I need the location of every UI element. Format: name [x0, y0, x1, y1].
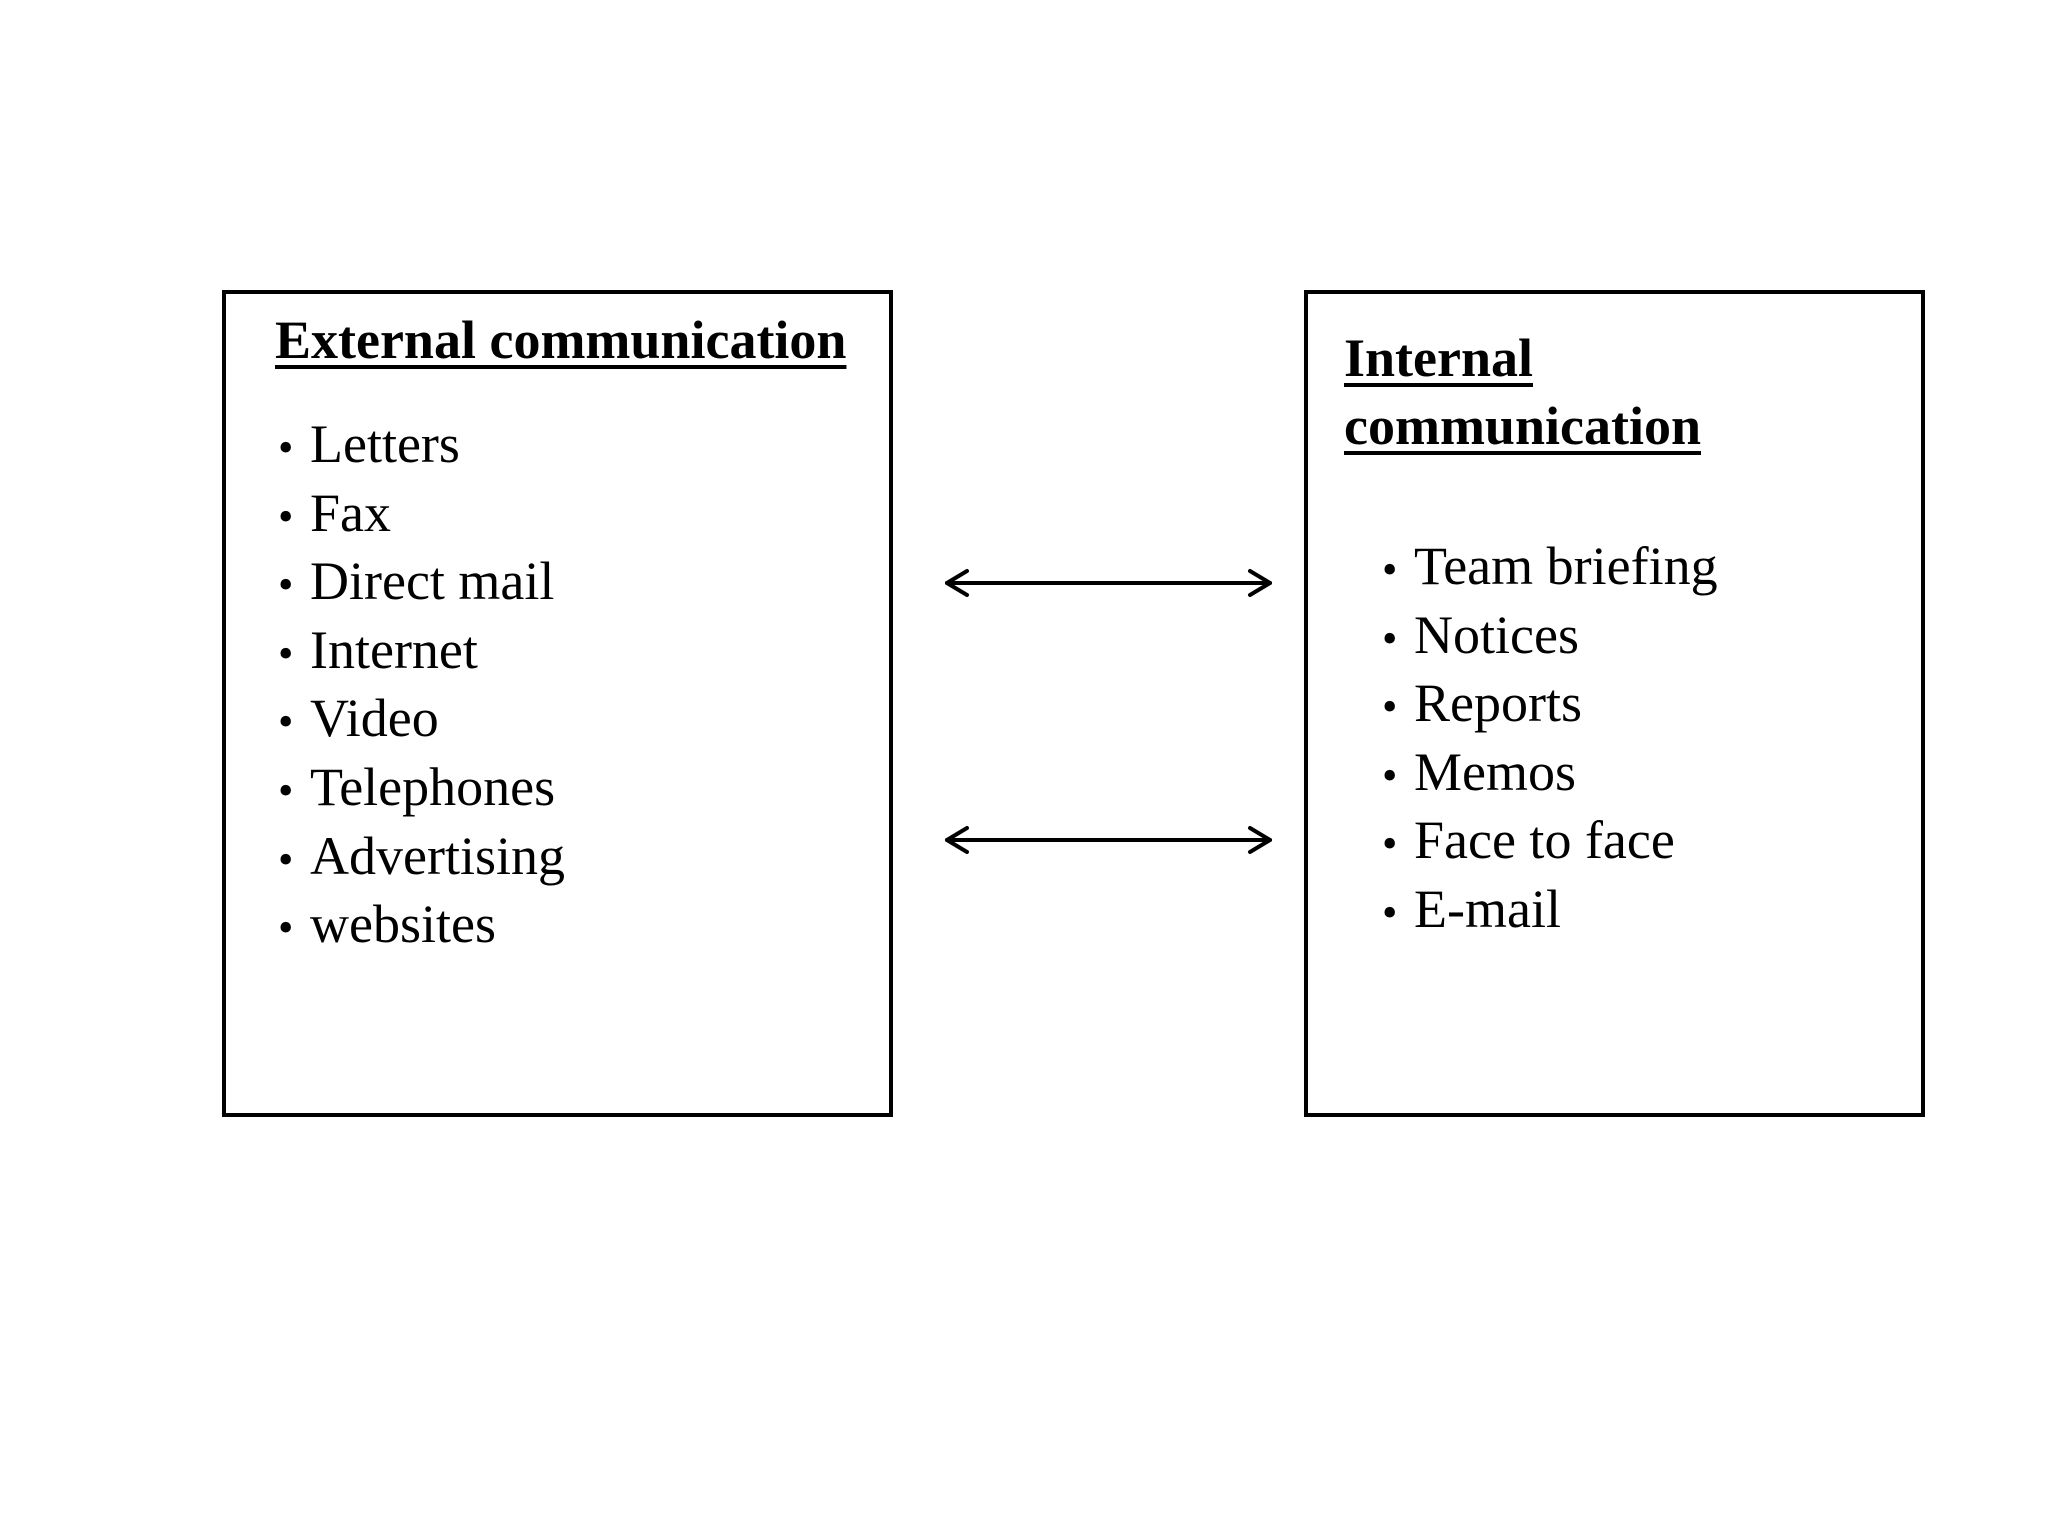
internal-communication-box: Internal communication • Team briefing • N… — [1304, 290, 1925, 1117]
bullet-icon: • — [1382, 613, 1398, 663]
arrow-head-left — [945, 569, 969, 597]
external-heading: External communication — [275, 310, 847, 370]
internal-heading-line-2: communication — [1344, 396, 1701, 456]
list-item: • Direct mail — [278, 547, 565, 616]
bullet-icon: • — [278, 765, 294, 815]
list-item-label: Face to face — [1414, 810, 1675, 871]
external-item-list: • Letters • Fax • Direct mail • Internet • Vi… — [278, 410, 565, 959]
list-item: • websites — [278, 890, 565, 959]
list-item: • Letters — [278, 410, 565, 479]
list-item: • Notices — [1382, 601, 1718, 670]
list-item-label: Memos — [1414, 741, 1576, 802]
list-item: • Internet — [278, 616, 565, 685]
list-item: • Team briefing — [1382, 532, 1718, 601]
bullet-icon: • — [278, 834, 294, 884]
list-item: • Telephones — [278, 753, 565, 822]
list-item: • Fax — [278, 479, 565, 548]
bullet-icon: • — [278, 628, 294, 678]
list-item-label: Team briefing — [1414, 536, 1718, 596]
bullet-icon: • — [1382, 750, 1398, 800]
list-item-label: websites — [310, 894, 496, 955]
double-arrow-top — [945, 569, 1272, 597]
bullet-icon: • — [278, 697, 294, 747]
internal-item-list: •Team briefing •Notices •Reports •Memos … — [1382, 532, 1718, 944]
external-communication-box: External communication • Letters • Fax • Di… — [222, 290, 893, 1117]
list-item-label: Advertising — [310, 825, 565, 886]
list-item-label: E-mail — [1414, 878, 1561, 939]
bullet-icon: • — [1382, 545, 1398, 594]
bullet-icon: • — [278, 560, 294, 610]
bullet-icon: • — [1382, 887, 1398, 937]
list-item-label: Telephones — [310, 756, 556, 817]
list-item: • Reports — [1382, 669, 1718, 738]
arrow-head-left — [945, 826, 969, 854]
list-item: • Video — [278, 684, 565, 753]
list-item: • Face to face — [1382, 806, 1718, 875]
double-arrow-bottom — [945, 826, 1272, 854]
bullet-icon: • — [278, 903, 294, 953]
bullet-icon: • — [278, 423, 294, 472]
list-item-label: Notices — [1414, 604, 1579, 665]
internal-heading-line-1: Internal — [1344, 328, 1533, 388]
bullet-icon: • — [1382, 682, 1398, 732]
arrow-head-right — [1248, 826, 1272, 854]
list-item-label: Fax — [310, 482, 391, 543]
internal-heading: Internal communication — [1344, 324, 1701, 460]
list-item-label: Letters — [310, 414, 460, 474]
list-item-label: Internet — [310, 619, 478, 680]
list-item: • Advertising — [278, 822, 565, 891]
list-item-label: Direct mail — [310, 551, 555, 612]
list-item-label: Video — [310, 688, 439, 749]
arrow-head-right — [1248, 569, 1272, 597]
bullet-icon: • — [1382, 819, 1398, 869]
bullet-icon: • — [278, 491, 294, 541]
list-item: • E-mail — [1382, 875, 1718, 944]
list-item-label: Reports — [1414, 673, 1582, 734]
list-item: • Memos — [1382, 738, 1718, 807]
